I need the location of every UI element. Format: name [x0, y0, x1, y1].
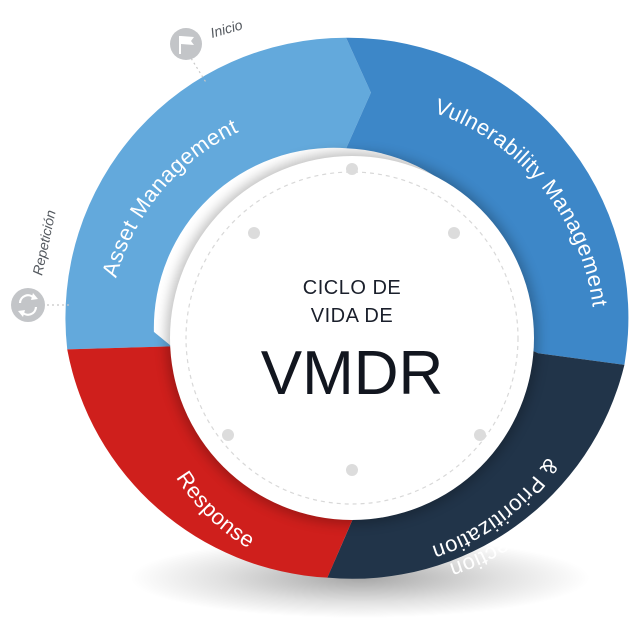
- ring-dot: [248, 227, 260, 239]
- center-title: VMDR: [261, 339, 444, 408]
- repeat-label: Repetición: [29, 208, 58, 276]
- segment-asset-management: [65, 37, 371, 350]
- ring-dot: [222, 429, 234, 441]
- ring-dot: [346, 464, 358, 476]
- center-dashed-ring: [185, 171, 519, 505]
- segment-vulnerability-management: [346, 37, 629, 365]
- center-line-2: VIDA DE: [311, 305, 393, 327]
- center-disc: [170, 156, 534, 520]
- center-line-1: CICLO DE: [303, 277, 401, 299]
- flag-icon: [179, 36, 194, 54]
- repeat-badge-circle: [11, 288, 45, 322]
- ring-dot: [474, 429, 486, 441]
- repeat-badge: [11, 288, 45, 322]
- ring-dot: [448, 227, 460, 239]
- segment-response: [67, 346, 358, 578]
- ring-dots: [222, 163, 486, 476]
- refresh-icon-arrows: [18, 293, 38, 317]
- start-label: Inicio: [208, 16, 244, 40]
- ring-dot: [346, 163, 358, 175]
- start-badge: [170, 28, 202, 60]
